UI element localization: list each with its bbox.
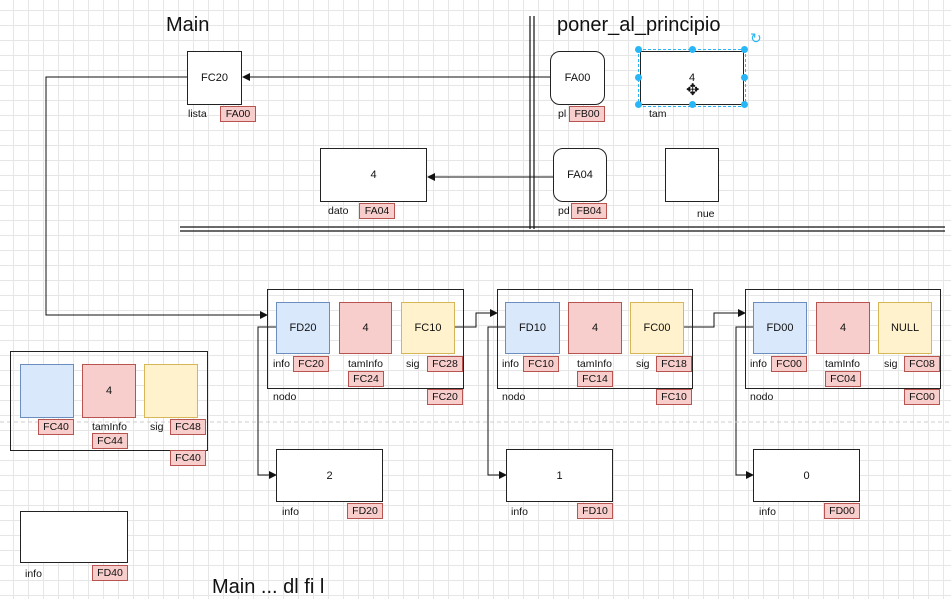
taminfo-address: FC04 <box>825 371 861 387</box>
new-node-taminfo-cell[interactable]: 4 <box>82 364 136 418</box>
node-address: FC20 <box>427 389 463 405</box>
nodo-label: nodo <box>273 391 297 403</box>
node-sig-cell[interactable]: NULL <box>878 302 932 354</box>
info-box-address: FD10 <box>577 503 613 519</box>
resize-handle[interactable] <box>689 46 696 53</box>
info-value-box[interactable]: 1 <box>506 449 613 502</box>
tam-label: tam <box>649 108 667 120</box>
new-info-address: FD40 <box>92 565 128 581</box>
pl-label: pl <box>558 108 567 120</box>
list-node[interactable] <box>497 289 693 389</box>
info-address: FC00 <box>771 356 807 372</box>
info-box-label: info <box>511 506 528 518</box>
function-title: poner_al_principio <box>557 14 721 36</box>
new-node-address: FC40 <box>170 450 206 466</box>
new-info-address: FC40 <box>38 419 74 435</box>
node-taminfo-cell[interactable]: 4 <box>339 302 392 354</box>
info-box-label: info <box>282 506 299 518</box>
info-value-box[interactable]: 0 <box>753 449 860 502</box>
resize-handle[interactable] <box>689 101 696 108</box>
new-taminfo-label: tamInfo <box>92 421 128 433</box>
info-box-label: info <box>759 506 776 518</box>
pd-address: FB04 <box>571 203 607 219</box>
info-box-address: FD20 <box>347 503 383 519</box>
pl-address: FB00 <box>569 106 605 122</box>
rotate-icon[interactable]: ↻ <box>750 30 762 46</box>
list-node[interactable] <box>267 289 464 389</box>
resize-handle[interactable] <box>635 46 642 53</box>
resize-handle[interactable] <box>635 74 642 81</box>
taminfo-label: tamInfo <box>825 358 861 370</box>
info-label: info <box>502 358 519 370</box>
bottom-cutoff-text: Main ... dl fi l <box>212 576 325 598</box>
node-info-cell[interactable]: FD10 <box>505 302 560 354</box>
pl-box[interactable]: FA00 <box>550 51 605 105</box>
sig-address: FC18 <box>656 356 692 372</box>
info-value-box[interactable]: 2 <box>276 449 383 502</box>
taminfo-address: FC24 <box>348 371 384 387</box>
nue-label: nue <box>697 208 715 220</box>
taminfo-label: tamInfo <box>348 358 384 370</box>
node-address: FC00 <box>904 389 940 405</box>
info-label: info <box>273 358 290 370</box>
lista-label: lista <box>188 108 207 120</box>
new-info-box[interactable] <box>20 511 128 563</box>
new-list-node[interactable] <box>10 351 208 451</box>
sig-address: FC28 <box>427 356 463 372</box>
node-taminfo-cell[interactable]: 4 <box>568 302 622 354</box>
new-info-label: info <box>25 568 42 580</box>
dato-label: dato <box>328 205 349 217</box>
node-taminfo-cell[interactable]: 4 <box>816 302 870 354</box>
lista-box[interactable]: FC20 <box>187 51 242 105</box>
sig-label: sig <box>884 358 898 370</box>
resize-handle[interactable] <box>741 74 748 81</box>
new-node-sig-cell[interactable] <box>144 364 198 418</box>
dato-box[interactable]: 4 <box>320 148 427 202</box>
taminfo-address: FC14 <box>577 371 613 387</box>
nue-box[interactable] <box>665 148 719 202</box>
new-node-info-cell[interactable] <box>20 364 74 418</box>
new-taminfo-address: FC44 <box>92 433 128 449</box>
taminfo-label: tamInfo <box>577 358 613 370</box>
lista-address: FA00 <box>220 106 256 122</box>
node-info-cell[interactable]: FD00 <box>753 302 807 354</box>
new-sig-label: sig <box>150 421 164 433</box>
resize-handle[interactable] <box>741 101 748 108</box>
node-address: FC10 <box>656 389 692 405</box>
info-address: FC20 <box>293 356 329 372</box>
resize-handle[interactable] <box>741 46 748 53</box>
sig-address: FC08 <box>904 356 940 372</box>
resize-handle[interactable] <box>635 101 642 108</box>
list-node[interactable] <box>745 289 941 389</box>
nodo-label: nodo <box>502 391 526 403</box>
info-address: FC10 <box>523 356 559 372</box>
pd-box[interactable]: FA04 <box>553 148 607 202</box>
info-label: info <box>750 358 767 370</box>
node-sig-cell[interactable]: FC00 <box>630 302 684 354</box>
dato-address: FA04 <box>359 203 395 219</box>
node-info-cell[interactable]: FD20 <box>276 302 330 354</box>
main-title: Main <box>166 14 210 36</box>
sig-label: sig <box>636 358 650 370</box>
new-sig-address: FC48 <box>170 419 206 435</box>
sig-label: sig <box>406 358 420 370</box>
pd-label: pd <box>558 205 570 217</box>
nodo-label: nodo <box>750 391 774 403</box>
move-cursor-icon: ✥ <box>686 82 700 99</box>
info-box-address: FD00 <box>824 503 860 519</box>
node-sig-cell[interactable]: FC10 <box>401 302 455 354</box>
